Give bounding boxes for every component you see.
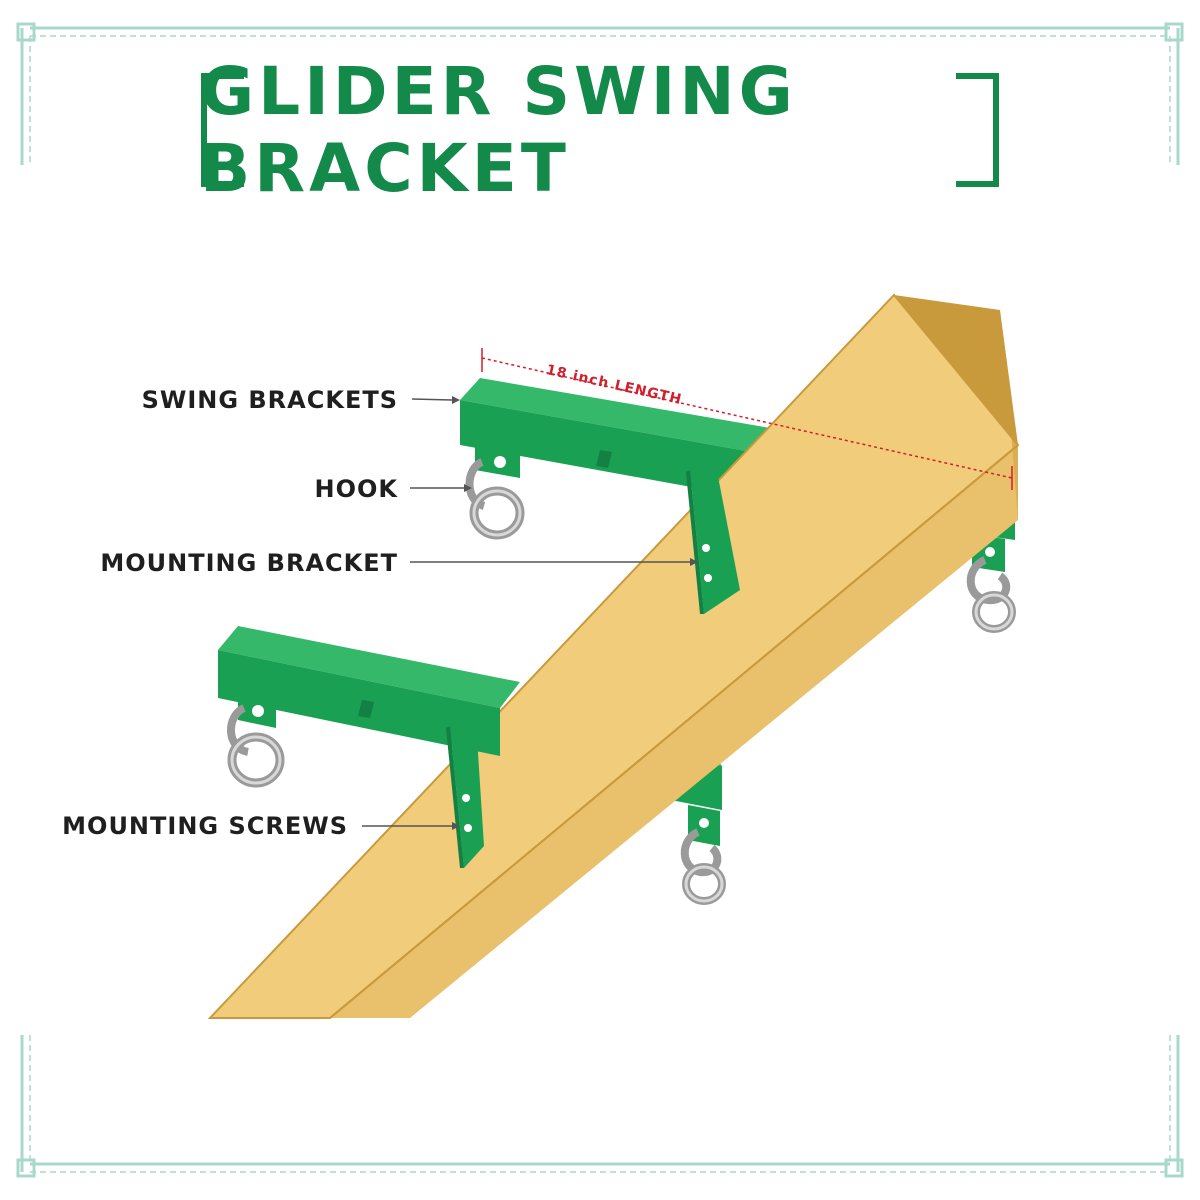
upper-mounting-bracket xyxy=(465,458,740,614)
mounting-screws-label: MOUNTING SCREWS xyxy=(62,812,348,840)
upper-swing-bracket xyxy=(460,378,770,498)
title-bracket-frame xyxy=(201,73,999,187)
lower-swing-bracket xyxy=(218,626,520,868)
wood-post xyxy=(207,293,1020,1019)
callout-leaders xyxy=(362,396,698,830)
length-dimension xyxy=(481,348,1013,490)
hook-label: HOOK xyxy=(314,475,398,503)
mounting-bracket-label: MOUNTING BRACKET xyxy=(100,549,398,577)
swing-brackets-label: SWING BRACKETS xyxy=(141,386,398,414)
